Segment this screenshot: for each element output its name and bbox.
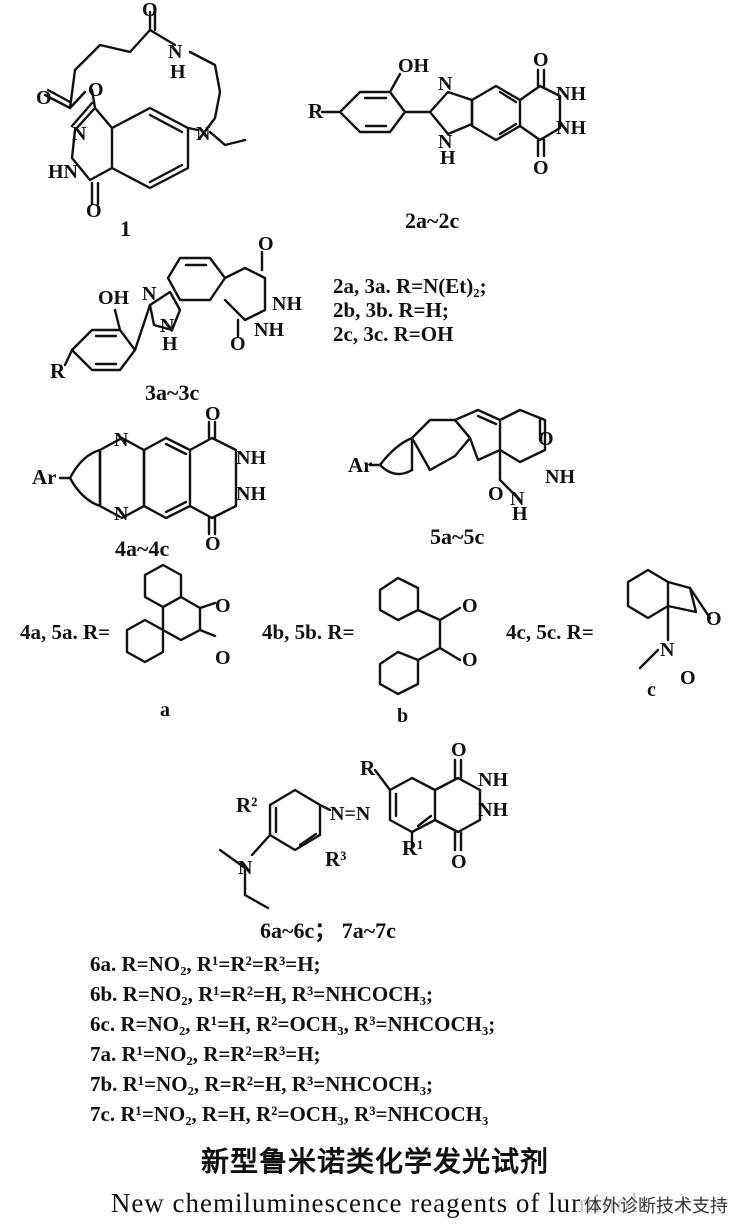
svg-text:O: O xyxy=(215,647,231,669)
svg-text:N: N xyxy=(114,503,129,525)
compound-label-3: 3a~3c xyxy=(145,380,199,405)
svg-text:H: H xyxy=(170,61,186,83)
svg-text:NH: NH xyxy=(272,293,302,315)
svg-text:O: O xyxy=(205,403,221,425)
rdef-67-7b: 7b. R¹=NO₂, R=R²=H, R³=NHCOCH₃; xyxy=(90,1072,434,1096)
svg-text:O: O xyxy=(680,667,696,689)
rdef-67-7c: 7c. R¹=NO₂, R=H, R²=OCH₃, R³=NHCOCH₃ xyxy=(90,1102,489,1126)
svg-text:O: O xyxy=(706,608,722,630)
svg-text:O: O xyxy=(462,595,478,617)
svg-text:O: O xyxy=(488,483,504,505)
svg-text:H: H xyxy=(440,147,456,169)
svg-text:NH: NH xyxy=(478,769,508,791)
svg-text:O: O xyxy=(451,739,467,761)
svg-text:O: O xyxy=(230,333,246,355)
ar-def-a: 4a, 5a. R= xyxy=(20,620,111,644)
caption-english: New chemiluminescence reagents of lumino… xyxy=(110,1188,640,1218)
svg-text:NH: NH xyxy=(556,83,586,105)
compound-2: OH R N N H O O NH NH 2a~2c xyxy=(308,49,586,233)
svg-text:NH: NH xyxy=(478,799,508,821)
svg-text:N: N xyxy=(196,123,211,145)
svg-text:O: O xyxy=(533,157,549,179)
compound-label-6-7: 6a~6c； 7a~7c xyxy=(260,918,396,943)
rdef-23-b: 2b, 3b. R=H; xyxy=(333,298,449,322)
compound-label-2: 2a~2c xyxy=(405,208,459,233)
svg-text:NH: NH xyxy=(254,319,284,341)
svg-text:H: H xyxy=(512,503,528,525)
svg-text:NH: NH xyxy=(236,483,266,505)
ar-def-b: 4b, 5b. R= xyxy=(262,620,355,644)
svg-text:O: O xyxy=(142,0,158,21)
svg-text:N: N xyxy=(72,123,87,145)
rdef-23-a: 2a, 3a. R=N(Et)₂; xyxy=(333,274,487,298)
rdef-67-6b: 6b. R=NO₂, R¹=R²=H, R³=NHCOCH₃; xyxy=(90,982,434,1006)
compound-label-1: 1 xyxy=(120,216,131,241)
compound-6-7: R² R³ N=N R R¹ O O NH NH N 6a~6c； 7a~7c xyxy=(218,739,508,943)
svg-text:NH: NH xyxy=(236,447,266,469)
compound-label-5: 5a~5c xyxy=(430,524,484,549)
watermark-badge: 体外诊断技术支持 xyxy=(580,1190,732,1220)
svg-text:O: O xyxy=(86,200,102,222)
svg-text:N: N xyxy=(160,315,175,337)
ar-sub-a-label: a xyxy=(160,699,170,721)
ar-sub-b: O O b xyxy=(378,576,478,727)
atom-nh-1: N xyxy=(168,41,183,63)
ar-sub-c: O O N c xyxy=(626,568,722,701)
caption-chinese: 新型鲁米诺类化学发光试剂 xyxy=(200,1145,549,1178)
svg-text:OH: OH xyxy=(398,55,430,77)
svg-text:OH: OH xyxy=(98,287,130,309)
ar-def-c: 4c, 5c. R= xyxy=(506,620,594,644)
svg-text:NH: NH xyxy=(556,117,586,139)
ar-sub-a: O O a xyxy=(125,563,231,721)
rdef-67-6c: 6c. R=NO₂, R¹=H, R²=OCH₃, R³=NHCOCH₃; xyxy=(90,1012,496,1036)
rdef-67-6a: 6a. R=NO₂, R¹=R²=R³=H; xyxy=(90,952,321,976)
svg-text:O: O xyxy=(462,649,478,671)
compound-5: Ar O O NH N H 5a~5c xyxy=(348,408,575,549)
compound-label-4: 4a~4c xyxy=(115,536,169,561)
compound-1: O N H O O N N HN O 1 xyxy=(36,0,247,241)
svg-text:N: N xyxy=(114,429,129,451)
rdef-67-7a: 7a. R¹=NO₂, R=R²=R³=H; xyxy=(90,1042,321,1066)
svg-text:Ar: Ar xyxy=(32,465,57,489)
svg-text:HN: HN xyxy=(48,161,79,183)
svg-text:R: R xyxy=(308,99,324,123)
ar-sub-c-label: c xyxy=(647,679,656,701)
svg-text:NH: NH xyxy=(545,466,575,488)
svg-text:H: H xyxy=(162,333,178,355)
svg-text:N: N xyxy=(438,73,453,95)
svg-text:O: O xyxy=(36,87,52,109)
svg-text:N: N xyxy=(510,488,525,510)
ar-sub-b-label: b xyxy=(397,705,408,727)
svg-text:N: N xyxy=(438,131,453,153)
svg-text:N=N: N=N xyxy=(330,803,371,825)
structures-canvas: O N H O O N N HN O 1 OH R N N H O xyxy=(32,0,722,943)
atom-r2: R² xyxy=(236,793,257,817)
svg-text:N: N xyxy=(660,639,675,661)
compound-4: Ar N N O O NH NH 4a~4c xyxy=(32,403,266,561)
svg-text:O: O xyxy=(258,233,274,255)
svg-text:O: O xyxy=(451,851,467,873)
svg-text:N: N xyxy=(142,283,157,305)
atom-r1: R¹ xyxy=(402,836,423,860)
svg-text:O: O xyxy=(533,49,549,71)
svg-text:O: O xyxy=(215,595,231,617)
svg-text:O: O xyxy=(88,79,104,101)
svg-text:N: N xyxy=(238,857,253,879)
svg-text:O: O xyxy=(205,533,221,555)
atom-r: R xyxy=(360,756,376,780)
svg-text:Ar: Ar xyxy=(348,453,373,477)
svg-text:R: R xyxy=(50,359,66,383)
atom-r3: R³ xyxy=(325,847,346,871)
compound-3: OH R N N H O O NH NH 3a~3c xyxy=(50,233,302,405)
rdef-23-c: 2c, 3c. R=OH xyxy=(333,322,454,346)
svg-text:O: O xyxy=(538,428,554,450)
